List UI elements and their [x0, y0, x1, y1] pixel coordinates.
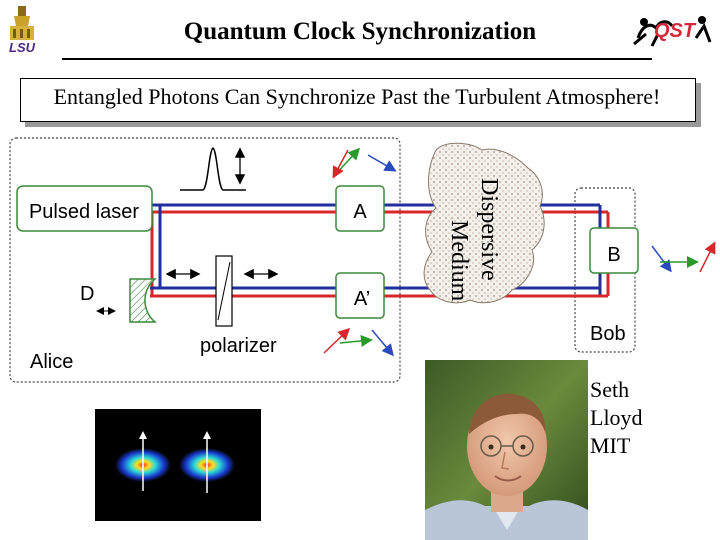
person-first-name: Seth [590, 377, 630, 402]
page-title: Quantum Clock Synchronization [183, 18, 537, 45]
polarization-arrows-a-prime-icon [323, 327, 394, 357]
person-caption: Seth Lloyd MIT [590, 376, 643, 460]
qst-logo: QST [632, 8, 714, 52]
portrait-photo [425, 360, 588, 540]
qst-logo-text: QST [654, 20, 696, 42]
detector-a-prime-box [335, 272, 385, 319]
synchronization-diagram: Pulsed laser A A’ Dispersive Medium B D … [9, 137, 716, 383]
medium-label-line2: Medium [446, 220, 472, 302]
bob-label: Bob [590, 323, 626, 345]
polarizer-label: polarizer [200, 335, 277, 357]
detector-d-icon [129, 278, 158, 323]
spot-a-label: A [132, 489, 148, 514]
subtitle-banner [20, 78, 696, 122]
subtitle-text: Entangled Photons Can Synchronize Past t… [53, 84, 661, 109]
pulsed-laser-box [16, 185, 153, 232]
polarization-arrows-b-icon [651, 241, 716, 273]
detector-b-box [589, 227, 639, 274]
detector-a-prime-label: A’ [354, 288, 370, 310]
medium-label-line1: Dispersive [476, 178, 502, 281]
dispersive-medium-cloud [423, 142, 545, 304]
lsu-logo-text: LSU [9, 40, 35, 55]
detector-a-label: A [353, 201, 367, 223]
detector-b-label: B [607, 244, 620, 266]
title-rule [62, 58, 652, 60]
detector-a-box [335, 185, 385, 232]
person-last-name: Lloyd [590, 405, 643, 430]
pulse-shape-icon [180, 147, 246, 191]
polarization-arrows-a-icon [332, 147, 397, 179]
spot-b-label: B [200, 493, 215, 518]
detector-d-label: D [80, 283, 94, 305]
person-affiliation: MIT [590, 433, 631, 458]
photon-spots-image: A B [95, 409, 261, 521]
alice-label: Alice [30, 351, 73, 373]
lsu-logo: LSU [4, 4, 40, 56]
pulsed-laser-label: Pulsed laser [29, 201, 139, 223]
